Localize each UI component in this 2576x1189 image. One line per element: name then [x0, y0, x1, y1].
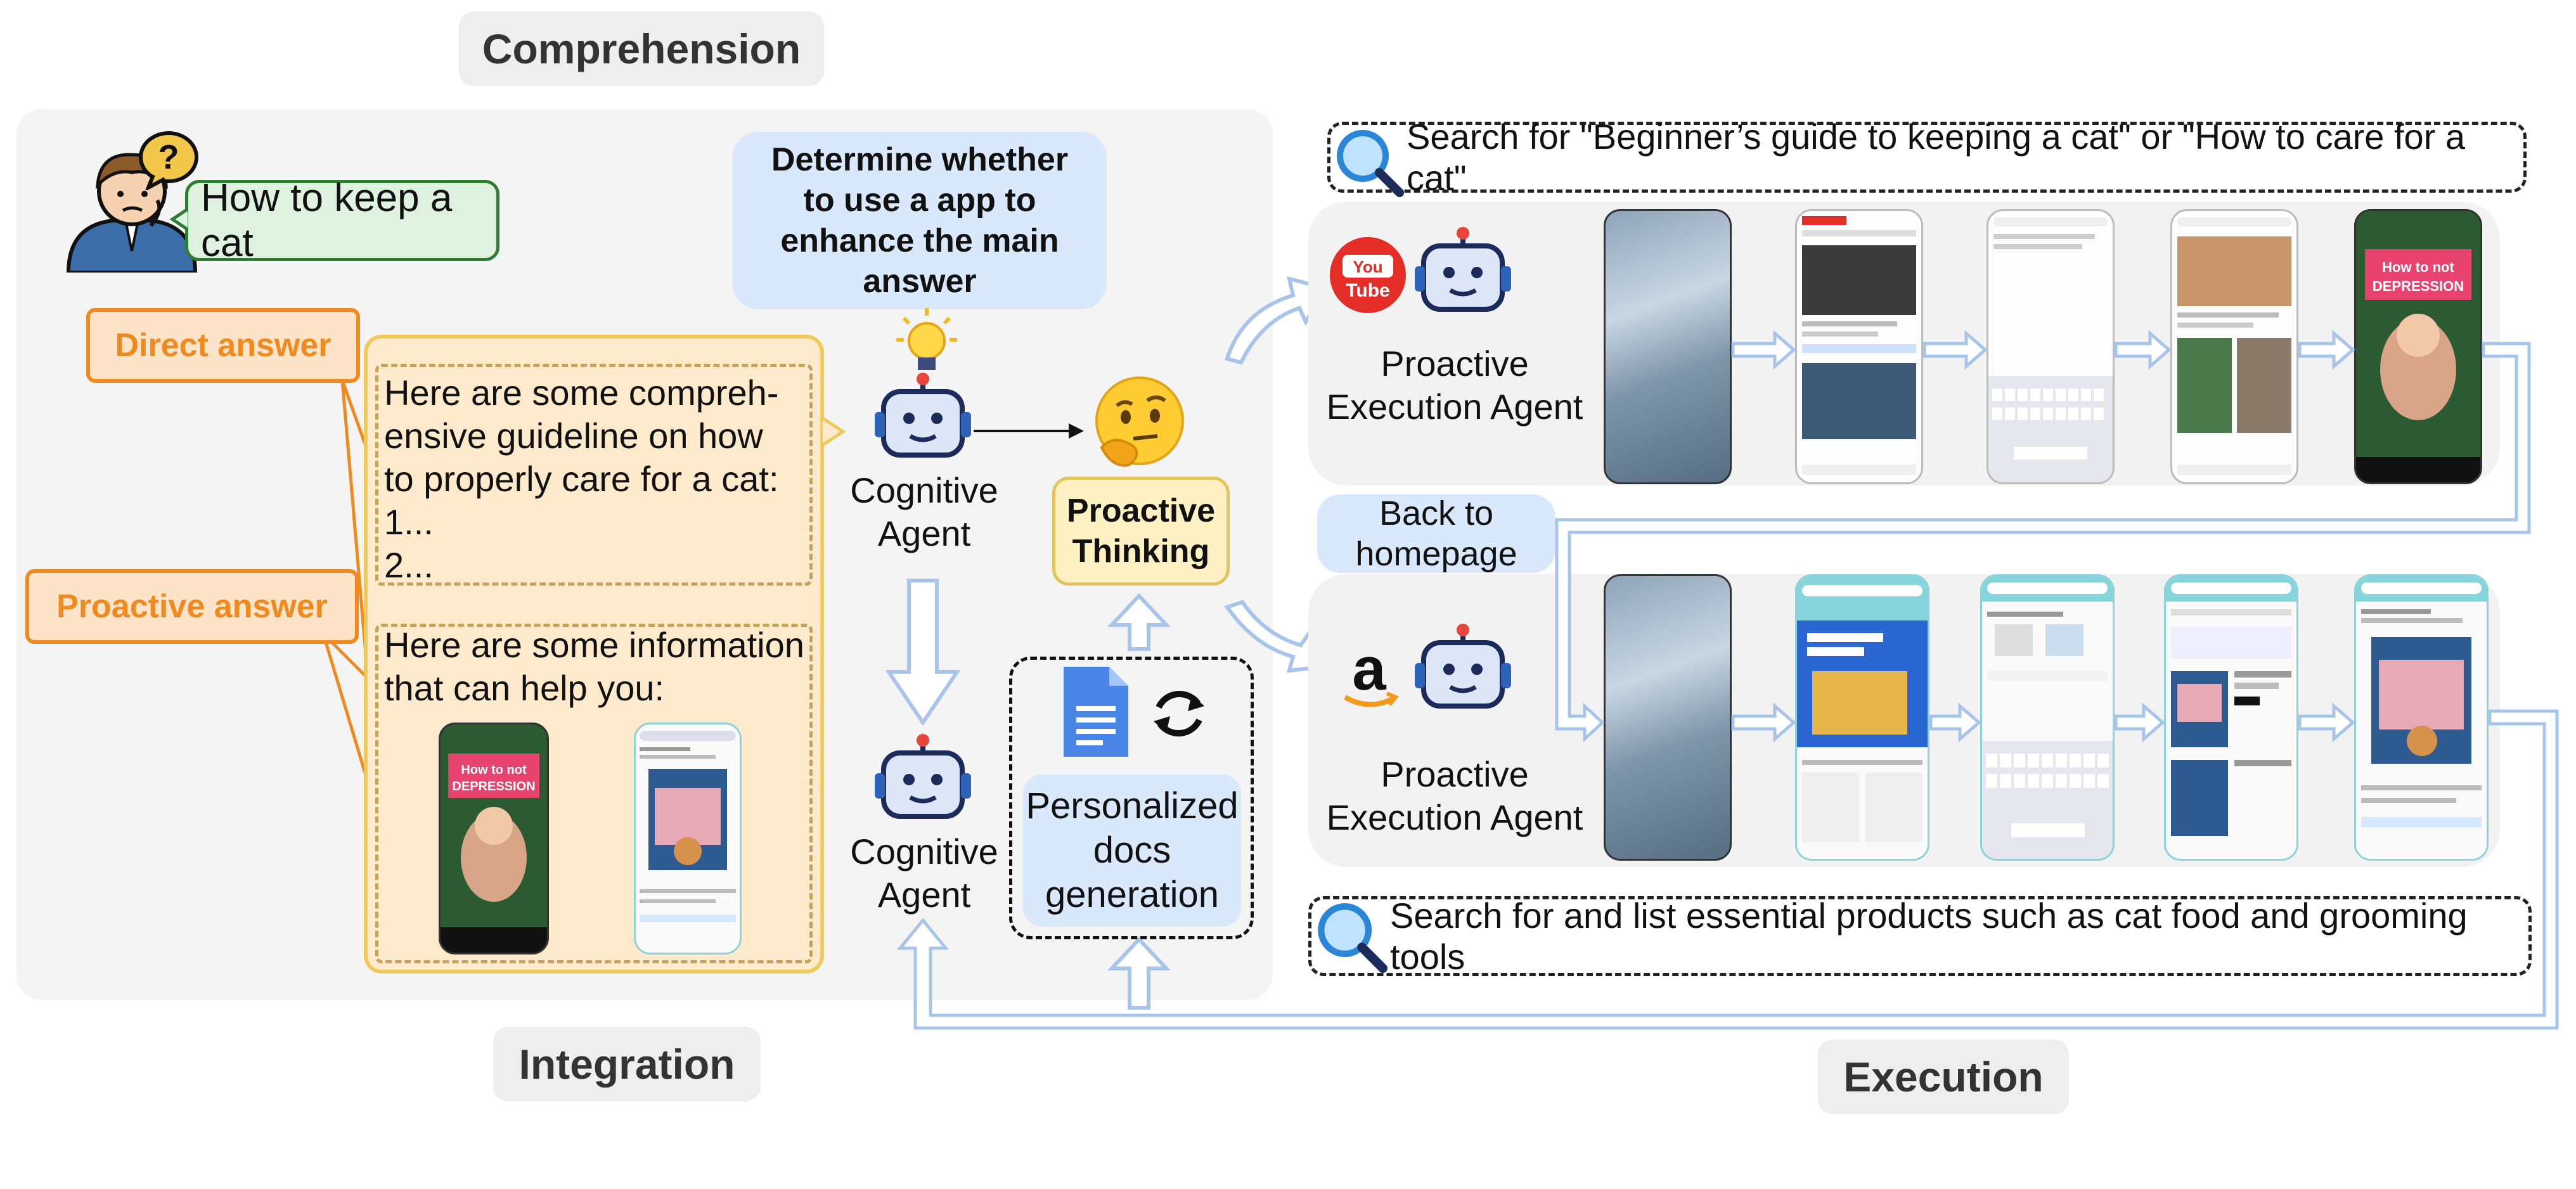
proactive-answer-box — [375, 624, 813, 963]
integration-arrows — [885, 276, 1328, 1010]
search-bottom-text: Search for and list essential products s… — [1390, 896, 2468, 977]
amz-step-home-screen — [1604, 574, 1732, 861]
youtube-logo: You Tube — [1329, 236, 1407, 314]
docs-generation-box — [1009, 657, 1254, 939]
robot-icon — [1415, 624, 1511, 709]
section-label-comprehension: Comprehension — [459, 11, 824, 86]
thinking-face-icon — [1095, 376, 1184, 467]
svg-text:DEPRESSION: DEPRESSION — [452, 780, 535, 794]
amz-step-app-home — [1795, 574, 1929, 861]
cognitive-agent-label-top: Cognitive Agent — [850, 470, 998, 553]
yt-step-app-feed — [1795, 209, 1923, 484]
search-icon-top — [1334, 127, 1405, 198]
lightbulb-icon — [896, 308, 957, 370]
thinking-face — [1089, 373, 1189, 473]
user-query-bubble: How to keep a cat — [185, 176, 499, 265]
direct-answer-tag: Direct answer — [86, 308, 360, 383]
exec-agent-label-top: Proactive Execution Agent — [1326, 344, 1583, 427]
amz-step-results — [2164, 574, 2298, 861]
search-box-bottom: Search for and list essential products s… — [1308, 896, 2532, 977]
svg-text:You: You — [1353, 257, 1382, 276]
proactive-video-thumbnail: How to not DEPRESSION — [439, 723, 549, 954]
decision-note: Determine whether to use a app to enhanc… — [733, 132, 1107, 309]
amazon-logo: a — [1337, 635, 1401, 714]
proactive-thinking-note: Proactive Thinking — [1052, 477, 1230, 586]
cognitive-agent-label-bottom: Cognitive Agent — [850, 832, 998, 915]
svg-text:How to not: How to not — [461, 763, 527, 777]
magnifier-icon — [1318, 903, 1388, 973]
direct-answer-text: Here are some compreh- ensive guideline … — [384, 373, 779, 585]
question-bubble: ? — [137, 131, 200, 192]
exec-agent-label-bottom: Proactive Execution Agent — [1326, 754, 1583, 837]
docs-generation-note: Personalized docs generation — [1023, 774, 1241, 927]
magnifier-icon — [1337, 130, 1404, 197]
lightbulb — [895, 307, 958, 376]
proactive-answer-tag: Proactive answer — [25, 569, 359, 644]
svg-text:DEPRESSION: DEPRESSION — [2373, 278, 2464, 294]
yt-step-search-typing — [1987, 209, 2115, 484]
yt-step-results — [2170, 209, 2298, 484]
svg-text:?: ? — [158, 138, 179, 176]
section-label-integration: Integration — [493, 1027, 761, 1102]
exec-agent-robot-top — [1414, 227, 1512, 322]
google-docs-icon — [1061, 664, 1131, 759]
search-icon-bottom — [1315, 900, 1388, 974]
search-box-top: Search for "Beginner’s guide to keeping … — [1327, 117, 2527, 198]
amz-step-product-detail — [2354, 574, 2489, 861]
robot-icon — [875, 373, 971, 458]
proactive-answer-text: Here are some information that can help … — [384, 625, 804, 708]
answer-box-pointer — [821, 416, 847, 447]
cognitive-to-thinking-arrow — [974, 423, 1084, 439]
back-to-homepage-note: Back to homepage — [1317, 494, 1555, 573]
svg-text:How to not: How to not — [2382, 259, 2454, 275]
direct-answer-box — [375, 364, 813, 586]
robot-icon — [875, 734, 971, 819]
svg-text:Tube: Tube — [1346, 280, 1389, 301]
cognitive-agent-robot-top — [873, 373, 972, 468]
yt-step-home-screen — [1604, 209, 1732, 484]
amz-step-search-typing — [1980, 574, 2115, 861]
query-bubble-tail — [169, 207, 189, 232]
svg-text:a: a — [1352, 644, 1386, 703]
robot-icon — [1415, 227, 1511, 312]
search-top-text: Search for "Beginner’s guide to keeping … — [1407, 117, 2466, 198]
cognitive-agent-robot-bottom — [873, 734, 972, 829]
exec-agent-robot-bottom — [1414, 624, 1512, 719]
section-label-execution: Execution — [1818, 1039, 2069, 1114]
yt-step-video-playing: How to not DEPRESSION — [2354, 209, 2482, 484]
proactive-product-thumbnail — [634, 723, 742, 954]
refresh-icon — [1147, 682, 1211, 745]
question-bubble-icon: ? — [139, 131, 198, 192]
